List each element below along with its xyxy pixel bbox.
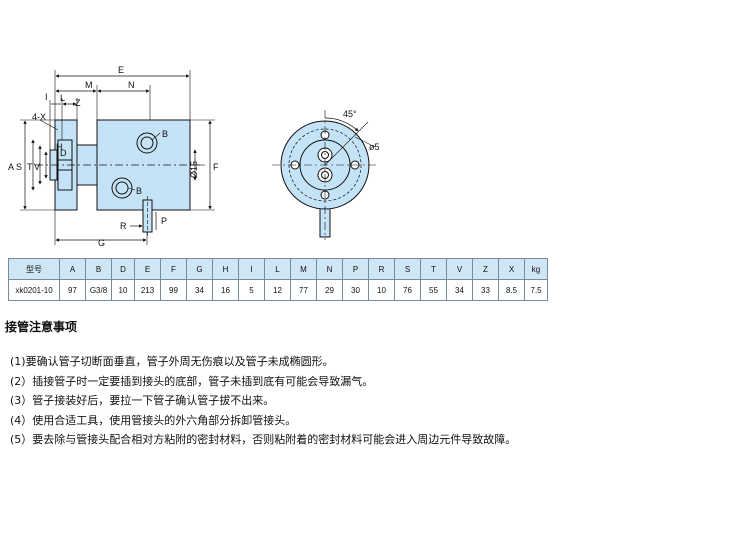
notes-title: 接管注意事项 bbox=[5, 320, 78, 334]
note-item: (3）管子接装好后，要拉一下管子确认管子拔不出来。 bbox=[10, 394, 275, 408]
spec-cell: 76 bbox=[394, 279, 421, 301]
dim-label-R: R bbox=[120, 221, 127, 231]
dim-label-B-bottom: B bbox=[136, 186, 142, 196]
note-item: (5）要去除与管接头配合相对方粘附的密封材料，否则粘附着的密封材料可能会进入周边… bbox=[10, 433, 517, 447]
dim-label-45deg: 45° bbox=[343, 109, 357, 119]
spec-header-cell: N bbox=[316, 258, 343, 280]
notes-list: (1)要确认管子切断面垂直，管子外周无伤痕以及管子未成椭圆形。 (2）插接管子时… bbox=[10, 352, 516, 450]
spec-header-cell: Z bbox=[472, 258, 499, 280]
spec-cell: 8.5 bbox=[498, 279, 525, 301]
spec-header-cell: G bbox=[186, 258, 213, 280]
spec-header-cell: L bbox=[264, 258, 291, 280]
spec-cell: xk0201-10 bbox=[8, 279, 60, 301]
spec-cell: 213 bbox=[134, 279, 161, 301]
spec-header-cell: kg bbox=[524, 258, 548, 280]
dim-label-S: S bbox=[16, 162, 22, 172]
spec-header-cell: F bbox=[160, 258, 187, 280]
spec-cell: 33 bbox=[472, 279, 499, 301]
spec-cell: 10 bbox=[111, 279, 135, 301]
spec-cell: 55 bbox=[420, 279, 447, 301]
spec-header-cell: P bbox=[342, 258, 369, 280]
spec-cell: 7.5 bbox=[524, 279, 548, 301]
dim-label-D: D bbox=[60, 148, 67, 158]
spec-header-cell: V bbox=[446, 258, 473, 280]
note-item: (2）插接管子时一定要插到接头的底部，管子未插到底有可能会导致漏气。 bbox=[10, 374, 374, 388]
spec-header-cell: R bbox=[368, 258, 395, 280]
spec-cell: 12 bbox=[264, 279, 291, 301]
spec-header-cell: B bbox=[85, 258, 112, 280]
bottom-port bbox=[111, 177, 133, 199]
spec-header-cell: X bbox=[498, 258, 525, 280]
dim-label-F: F bbox=[213, 162, 219, 172]
spec-header-cell: E bbox=[134, 258, 161, 280]
spec-cell: 97 bbox=[59, 279, 86, 301]
dim-label-I: I bbox=[45, 92, 48, 102]
technical-drawing: E M N I L Z 4-X B B H D A S T V F Ø15 P … bbox=[8, 65, 380, 248]
dim-label-dia15: Ø15 bbox=[189, 161, 199, 178]
spec-cell: 99 bbox=[160, 279, 187, 301]
side-view-labels: E M N I L Z 4-X B B H D A S T V F Ø15 P … bbox=[8, 65, 219, 248]
spec-cell: G3/8 bbox=[85, 279, 112, 301]
spec-header-cell: D bbox=[111, 258, 135, 280]
dim-label-P: P bbox=[161, 216, 167, 226]
dim-label-G: G bbox=[98, 238, 105, 248]
dim-label-H: H bbox=[56, 142, 63, 152]
dim-label-V: V bbox=[34, 162, 40, 172]
dim-label-A: A bbox=[8, 162, 14, 172]
dim-label-Z: Z bbox=[75, 98, 81, 108]
spec-cell: 10 bbox=[368, 279, 395, 301]
spec-cell: 16 bbox=[212, 279, 239, 301]
front-view bbox=[272, 110, 378, 240]
dim-label-M: M bbox=[85, 80, 93, 90]
front-view-labels: 45° ø5 bbox=[343, 109, 380, 152]
note-item: (4）使用合适工具，使用管接头的外六角部分拆卸管接头。 bbox=[10, 413, 297, 427]
dim-label-N: N bbox=[128, 80, 135, 90]
spec-header-cell: H bbox=[212, 258, 239, 280]
spec-cell: 30 bbox=[342, 279, 369, 301]
dim-label-L: L bbox=[60, 93, 65, 103]
dim-label-dia5: ø5 bbox=[369, 142, 380, 152]
spec-cell: 34 bbox=[446, 279, 473, 301]
spec-cell: 34 bbox=[186, 279, 213, 301]
spec-cell: 77 bbox=[290, 279, 317, 301]
dim-label-4x: 4-X bbox=[32, 112, 46, 122]
spec-header-cell: M bbox=[290, 258, 317, 280]
side-view bbox=[20, 70, 215, 245]
dim-label-B-top: B bbox=[162, 129, 168, 139]
spec-header-cell: A bbox=[59, 258, 86, 280]
note-item: (1)要确认管子切断面垂直，管子外周无伤痕以及管子未成椭圆形。 bbox=[10, 355, 334, 368]
spec-header-cell: I bbox=[238, 258, 265, 280]
dim-label-E: E bbox=[118, 65, 124, 75]
top-port bbox=[136, 132, 158, 154]
spec-header-cell: T bbox=[420, 258, 447, 280]
spec-cell: 5 bbox=[238, 279, 265, 301]
spec-header-cell: S bbox=[394, 258, 421, 280]
spec-cell: 29 bbox=[316, 279, 343, 301]
spec-header-cell: 型号 bbox=[8, 258, 60, 280]
dim-label-T: T bbox=[27, 162, 33, 172]
